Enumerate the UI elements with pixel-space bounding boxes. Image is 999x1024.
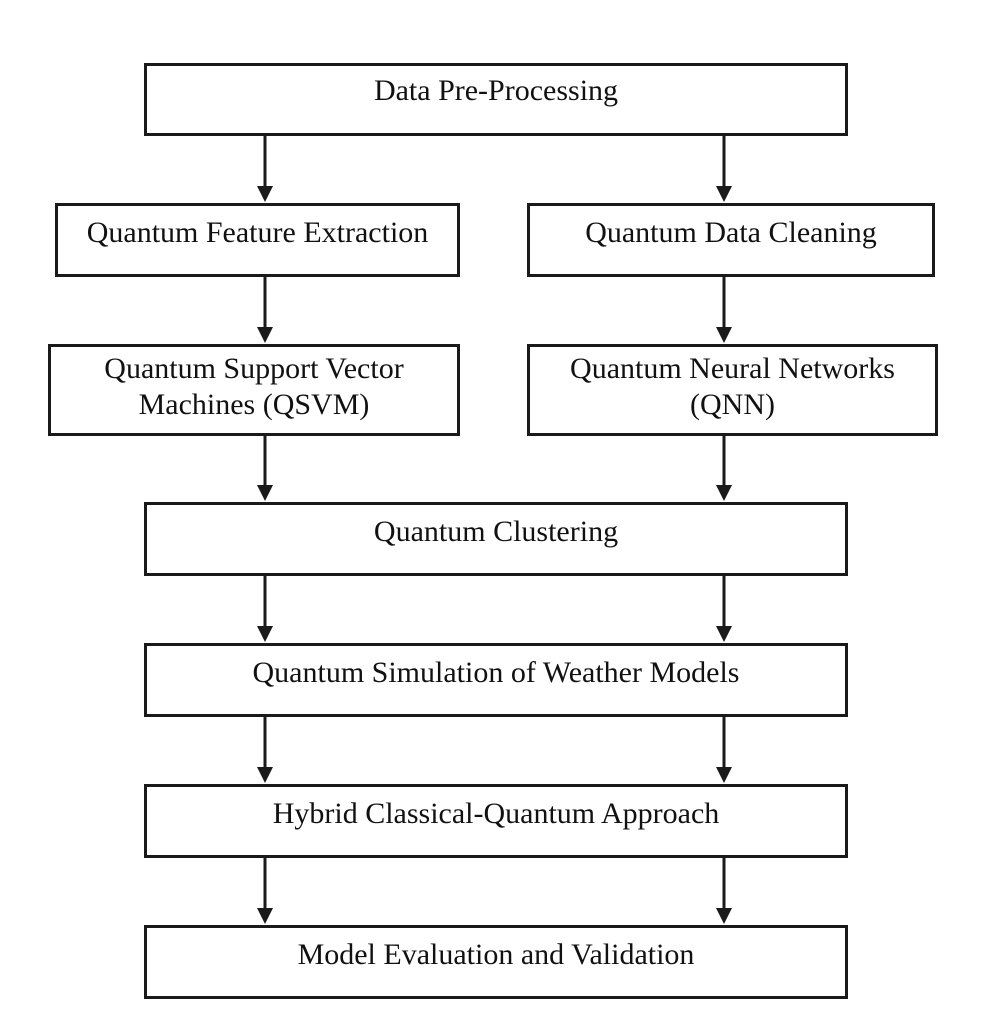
node-label: Quantum Simulation of Weather Models	[252, 656, 740, 689]
arrowhead-icon	[257, 485, 273, 501]
node-label: Hybrid Classical-Quantum Approach	[272, 797, 720, 830]
arrowhead-icon	[716, 626, 732, 642]
arrowheads	[257, 186, 732, 924]
node-label: Quantum Clustering	[373, 515, 619, 548]
node-qsvm: Quantum Support Vector Machines (QSVM)	[48, 344, 460, 436]
node-data-preprocessing: Data Pre-Processing	[144, 63, 848, 136]
node-qnn: Quantum Neural Networks (QNN)	[527, 344, 938, 436]
node-label: Quantum Support Vector Machines (QSVM)	[104, 352, 404, 421]
node-label: Model Evaluation and Validation	[297, 938, 695, 971]
arrowhead-icon	[716, 186, 732, 202]
node-label: Data Pre-Processing	[373, 73, 619, 107]
node-model-evaluation: Model Evaluation and Validation	[144, 925, 848, 999]
arrowhead-icon	[716, 485, 732, 501]
arrowhead-icon	[257, 908, 273, 924]
node-quantum-simulation: Quantum Simulation of Weather Models	[144, 643, 848, 717]
node-hybrid-approach: Hybrid Classical-Quantum Approach	[144, 784, 848, 858]
arrowhead-icon	[257, 626, 273, 642]
arrowhead-icon	[257, 186, 273, 202]
node-label: Quantum Neural Networks (QNN)	[570, 352, 895, 421]
node-quantum-data-cleaning: Quantum Data Cleaning	[527, 203, 935, 277]
arrowhead-icon	[257, 767, 273, 783]
arrowhead-icon	[716, 327, 732, 343]
node-label: Quantum Data Cleaning	[585, 216, 877, 249]
node-quantum-feature-extraction: Quantum Feature Extraction	[55, 203, 460, 277]
arrowhead-icon	[716, 767, 732, 783]
node-quantum-clustering: Quantum Clustering	[144, 502, 848, 576]
arrowhead-icon	[716, 908, 732, 924]
node-label: Quantum Feature Extraction	[86, 216, 429, 249]
arrowhead-icon	[257, 327, 273, 343]
